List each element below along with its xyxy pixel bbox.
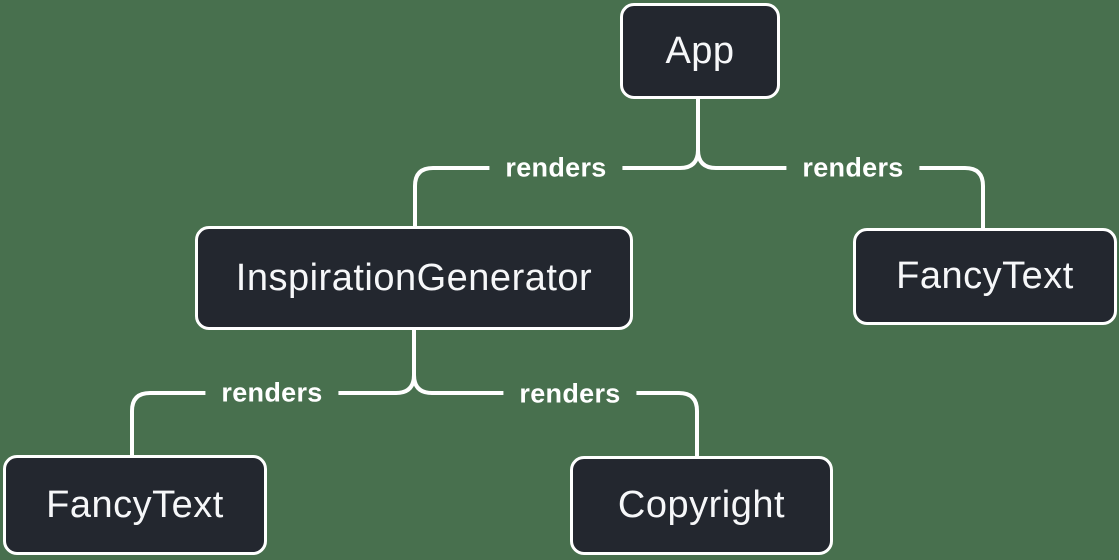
node-fancytext-bottom-left: FancyText: [3, 455, 267, 555]
edge-label-renders-inspirationgenerator-fancytext: renders: [205, 374, 339, 412]
node-app: App: [620, 3, 780, 99]
edge-label-renders-app-fancytext: renders: [786, 149, 920, 187]
edge-inspirationgenerator-to-copyright: [412, 374, 699, 456]
node-inspiration-generator: InspirationGenerator: [195, 226, 633, 330]
edge-label-renders-inspirationgenerator-copyright: renders: [503, 375, 637, 413]
node-copyright: Copyright: [570, 456, 833, 555]
node-fancytext-top-right: FancyText: [853, 228, 1117, 325]
edge-app-to-fancytext: [696, 149, 985, 228]
edge-label-renders-app-inspirationgenerator: renders: [489, 149, 623, 187]
